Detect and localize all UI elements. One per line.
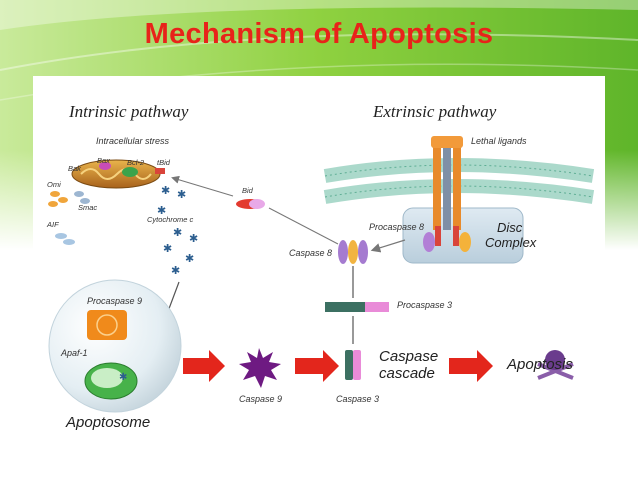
caspase-cascade-line2: cascade	[379, 365, 435, 382]
mitochondrion	[71, 159, 165, 189]
extrinsic-pathway-title: Extrinsic pathway	[373, 102, 497, 121]
procaspase3-label: Procaspase 3	[397, 300, 453, 310]
procaspase9-shape	[87, 310, 127, 340]
svg-text:✱: ✱	[119, 372, 127, 383]
svg-text:✱: ✱	[173, 227, 182, 239]
caspase8-label: Caspase 8	[289, 248, 333, 258]
smac-label: Smac	[78, 203, 98, 212]
caspase8-shape	[338, 240, 368, 264]
svg-text:✱: ✱	[171, 265, 180, 277]
procaspase8-label: Procaspase 8	[369, 222, 425, 232]
caspase3-label: Caspase 3	[336, 394, 380, 404]
apoptosis-label: Apoptosis	[507, 356, 573, 373]
disc-complex-line2: Complex	[485, 235, 537, 250]
svg-text:✱: ✱	[185, 253, 194, 265]
svg-text:✱: ✱	[161, 185, 170, 197]
svg-text:✱: ✱	[189, 233, 198, 245]
death-receptor	[423, 136, 471, 252]
apaf1-label: Apaf-1	[61, 348, 88, 358]
apoptosis-diagram: ✱ ✱ ✱ ✱ ✱ ✱ ✱ ✱ ✱	[48, 136, 595, 413]
caspase3-shape	[345, 350, 361, 380]
procaspase9-label: Procaspase 9	[87, 296, 143, 306]
svg-text:✱: ✱	[163, 243, 172, 255]
caspase9-shape	[239, 348, 281, 388]
cytochrome-c-molecules: ✱ ✱ ✱ ✱ ✱ ✱ ✱ ✱	[157, 185, 198, 277]
cytochrome-c-label: Cytochrome c	[147, 215, 194, 224]
diagram-panel: ✱ ✱ ✱ ✱ ✱ ✱ ✱ ✱ ✱	[33, 76, 605, 442]
disc-complex-label: Disc Complex	[485, 220, 536, 250]
bid-label: Bid	[242, 186, 253, 195]
svg-text:✱: ✱	[177, 189, 186, 201]
lethal-ligands-label: Lethal ligands	[471, 136, 527, 146]
released-proteins	[48, 191, 90, 245]
procaspase3-shape	[325, 302, 389, 312]
bak-label: Bak	[68, 164, 81, 173]
omi-label: Omi	[47, 180, 61, 189]
caspase-cascade-line1: Caspase	[379, 348, 439, 365]
apoptosome-label: Apoptosome	[66, 414, 151, 431]
caspase-cascade-label: Caspase cascade	[379, 348, 438, 382]
apaf1-shape: ✱	[84, 362, 138, 400]
caspase9-label: Caspase 9	[239, 394, 283, 404]
disc-complex-line1: Disc	[497, 220, 523, 235]
bcl2-label: Bcl-2	[127, 158, 145, 167]
bid-shape	[236, 199, 265, 209]
intrinsic-pathway-title: Intrinsic pathway	[69, 102, 189, 121]
tbid-label: tBid	[157, 158, 170, 167]
svg-text:✱: ✱	[157, 205, 166, 217]
apoptosome-sphere	[48, 279, 182, 413]
aif-label: AIF	[47, 220, 59, 229]
bax-label: Bax	[97, 156, 110, 165]
intracellular-stress-label: Intracellular stress	[96, 136, 170, 146]
slide-title: Mechanism of Apoptosis	[144, 18, 494, 50]
red-flow-arrows	[183, 350, 493, 382]
skull-icon	[537, 350, 574, 380]
